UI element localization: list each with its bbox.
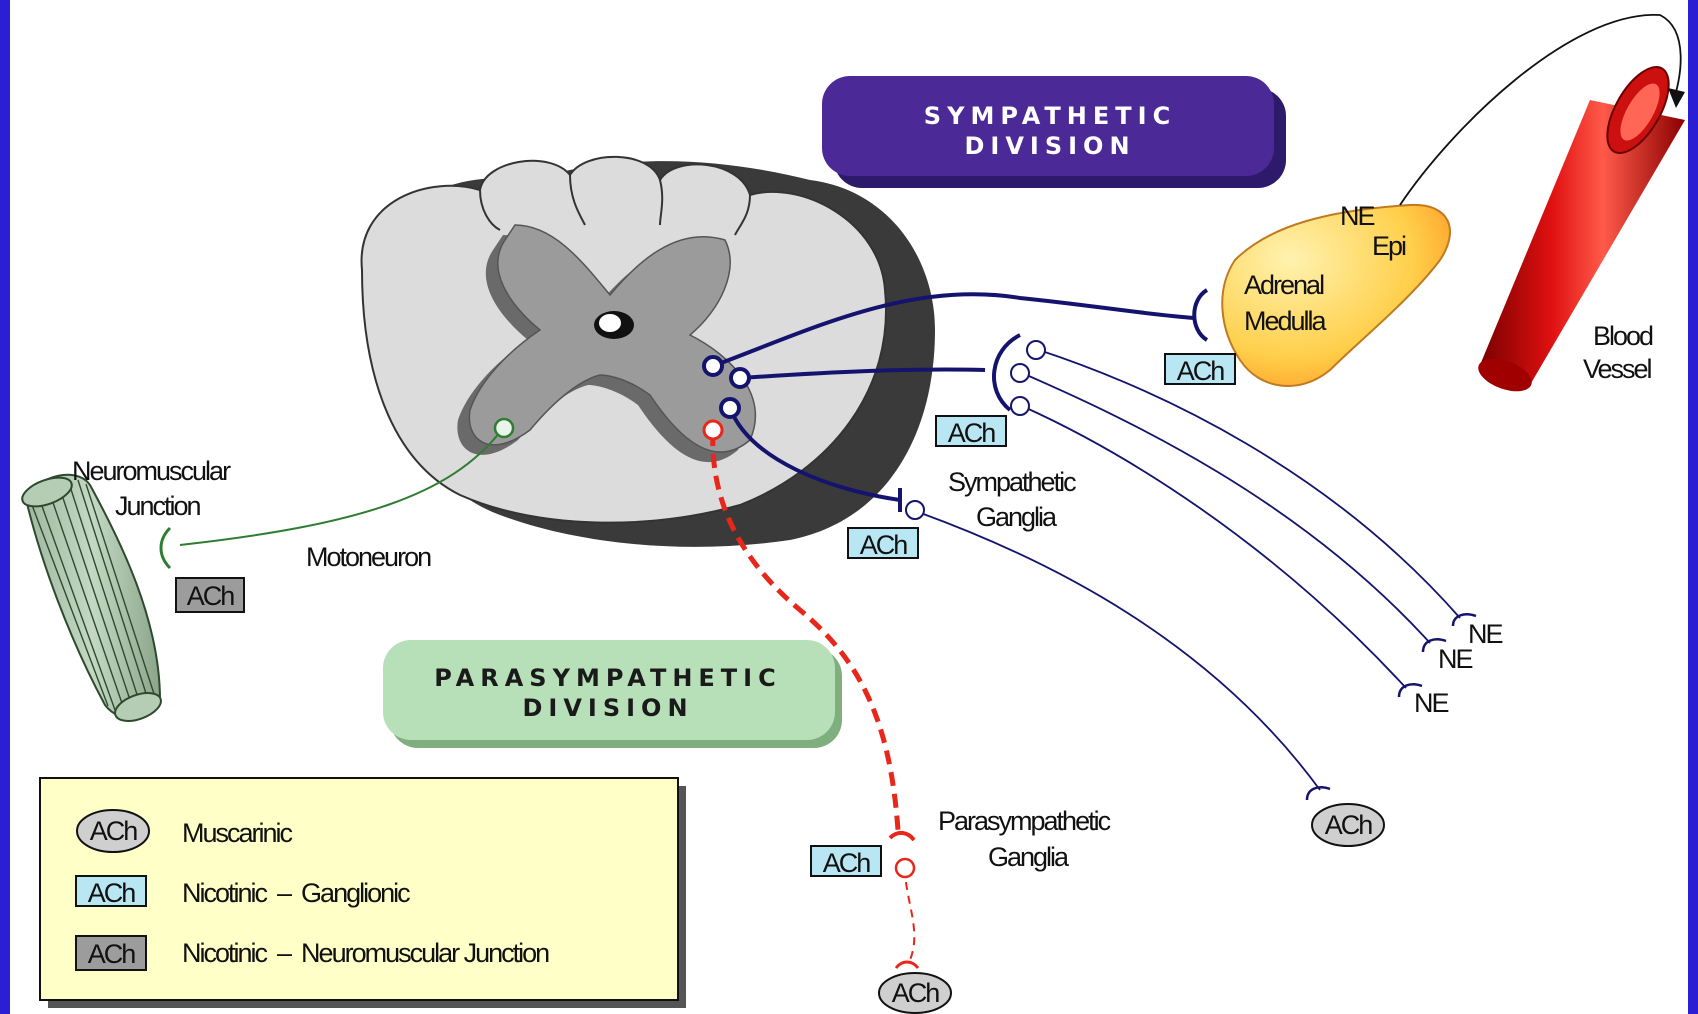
ach-parasympathetic-muscarinic-text: ACh [892, 978, 940, 1008]
parasympathetic-ganglion-cell [896, 859, 914, 877]
adrenal-label-line2: Medulla [1244, 306, 1328, 336]
legend-label-muscarinic: Muscarinic [182, 818, 293, 848]
legend-swatch-muscarinic-text: ACh [90, 816, 138, 846]
ach-collateral-badge: ACh [848, 528, 918, 560]
parasympathetic-ganglia-label-line2: Ganglia [988, 842, 1070, 872]
ne-label-3: NE [1414, 688, 1448, 718]
parasympathetic-cell-body [704, 421, 722, 439]
hormone-arrowhead [1668, 88, 1685, 108]
sympathetic-title-line2: DIVISION [964, 132, 1135, 160]
ach-sympathetic-muscarinic-text: ACh [1325, 810, 1373, 840]
ans-diagram: SYMPATHETIC DIVISION PARASYMPATHETIC DIV… [10, 0, 1688, 1014]
ach-chain-text: ACh [948, 418, 996, 448]
ach-parasympathetic-muscarinic: ACh [879, 973, 951, 1013]
parasympathetic-title-line2: DIVISION [522, 694, 693, 722]
legend: ACh Muscarinic ACh Nicotinic – Ganglioni… [40, 778, 686, 1008]
sympathetic-ganglia-label-line1: Sympathetic [948, 467, 1076, 497]
ach-chain-badge: ACh [936, 416, 1006, 448]
sympathetic-ganglia-label-line2: Ganglia [976, 502, 1058, 532]
ne-label-adrenal: NE [1340, 201, 1374, 231]
sympathetic-title-line1: SYMPATHETIC [924, 102, 1176, 130]
ach-nmj-badge: ACh [176, 578, 244, 612]
legend-label-nmj: Nicotinic – Neuromuscular Junction [182, 938, 549, 968]
ach-collateral-text: ACh [860, 530, 908, 560]
nmj-label-line2: Junction [115, 491, 201, 521]
diagram-canvas: SYMPATHETIC DIVISION PARASYMPATHETIC DIV… [10, 0, 1688, 1014]
epi-label: Epi [1372, 231, 1406, 261]
ach-parasympathetic-badge: ACh [811, 846, 881, 878]
legend-label-ganglionic: Nicotinic – Ganglionic [182, 878, 410, 908]
ach-parasympathetic-text: ACh [823, 848, 871, 878]
ach-sympathetic-muscarinic: ACh [1312, 804, 1384, 846]
legend-item-ganglionic: ACh Nicotinic – Ganglionic [76, 876, 410, 908]
ach-adrenal-badge: ACh [1165, 354, 1235, 386]
ach-adrenal-text: ACh [1177, 356, 1225, 386]
motoneuron-label: Motoneuron [306, 542, 431, 572]
nmj-label-line1: Neuromuscular [72, 456, 231, 486]
legend-swatch-nmj-text: ACh [88, 939, 136, 969]
ach-nmj-text: ACh [187, 581, 235, 611]
legend-item-nmj: ACh Nicotinic – Neuromuscular Junction [76, 936, 549, 970]
ne-label-2: NE [1438, 644, 1472, 674]
sympathetic-division-title: SYMPATHETIC DIVISION [822, 76, 1286, 188]
parasympathetic-title-line1: PARASYMPATHETIC [434, 664, 781, 692]
legend-swatch-ganglionic-text: ACh [88, 878, 136, 908]
adrenal-label-line1: Adrenal [1244, 270, 1324, 300]
blood-label-line1: Blood [1593, 321, 1653, 351]
blood-label-line2: Vessel [1583, 354, 1652, 384]
parasympathetic-division-title: PARASYMPATHETIC DIVISION [383, 640, 842, 748]
blood-vessel: Blood Vessel [1474, 57, 1685, 397]
ne-label-1: NE [1468, 619, 1502, 649]
adrenal-medulla: NE Epi Adrenal Medulla [1222, 201, 1450, 386]
parasympathetic-ganglia-label-line1: Parasympathetic [938, 806, 1111, 836]
